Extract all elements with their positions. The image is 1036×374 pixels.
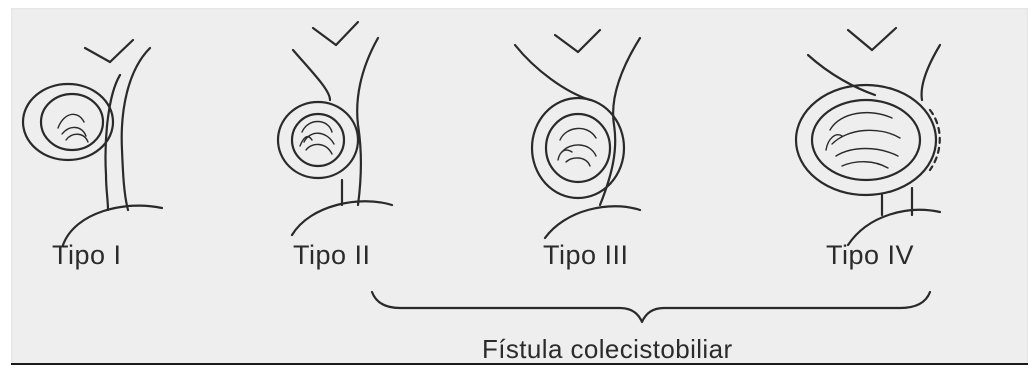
illustration-tipo-4	[796, 28, 940, 245]
illustration-tipo-1	[23, 40, 162, 245]
hepatic-duct-left	[848, 30, 872, 50]
duct-right-wall	[922, 45, 940, 100]
hepatic-duct-left	[555, 35, 578, 52]
gallstone	[300, 122, 334, 155]
duodenum-curve	[545, 206, 640, 238]
label-tipo-2: Tipo II	[293, 240, 371, 271]
hepatic-duct-right	[110, 40, 133, 62]
duct-right-wall	[122, 48, 150, 210]
hepatic-duct-left	[85, 48, 110, 62]
illustration-tipo-3	[515, 30, 640, 238]
label-tipo-3: Tipo III	[543, 240, 629, 271]
gallstone	[558, 128, 596, 166]
grouping-brace	[372, 292, 930, 322]
hepatic-duct-left	[313, 28, 336, 45]
gallbladder-outer	[796, 85, 936, 195]
duct-left-wall	[106, 75, 120, 210]
hepatic-duct-right	[872, 28, 896, 50]
duct-right-wall	[357, 38, 378, 205]
duct-right-wall	[600, 38, 640, 205]
duct-left-wall	[515, 45, 590, 100]
duodenum-curve	[292, 201, 392, 235]
gallbladder-outer	[23, 84, 113, 160]
gallstone	[58, 114, 88, 142]
illustration-tipo-2	[278, 22, 392, 235]
label-tipo-1: Tipo I	[52, 240, 122, 271]
gallbladder-inner	[41, 94, 103, 150]
gallstone	[826, 113, 900, 168]
hepatic-duct-right	[336, 22, 358, 45]
bottom-rule	[11, 363, 1028, 365]
group-caption: Fístula colecistobiliar	[482, 334, 733, 365]
label-tipo-4: Tipo IV	[826, 240, 914, 271]
hepatic-duct-right	[578, 30, 600, 52]
duct-left-wall	[293, 50, 330, 100]
gallbladder-inner	[546, 114, 610, 182]
